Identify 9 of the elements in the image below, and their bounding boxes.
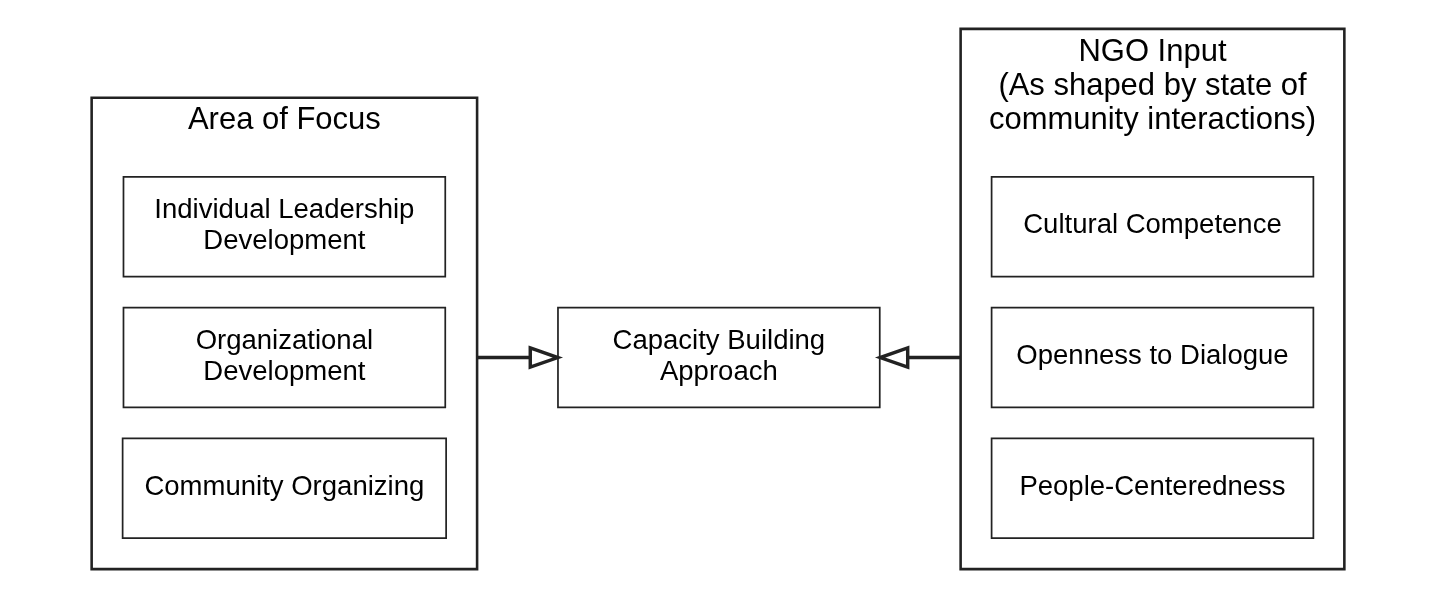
node-box: People-Centeredness (990, 437, 1315, 540)
node-box: Community Organizing (121, 437, 447, 540)
node-box: Organizational Development (122, 306, 447, 409)
arrow (874, 345, 961, 370)
node-box: Capacity Building Approach (557, 306, 881, 409)
node-box: Individual Leadership Development (122, 175, 447, 278)
node-box: Openness to Dialogue (990, 306, 1315, 409)
arrow (477, 345, 563, 370)
node-box: Cultural Competence (990, 175, 1315, 278)
